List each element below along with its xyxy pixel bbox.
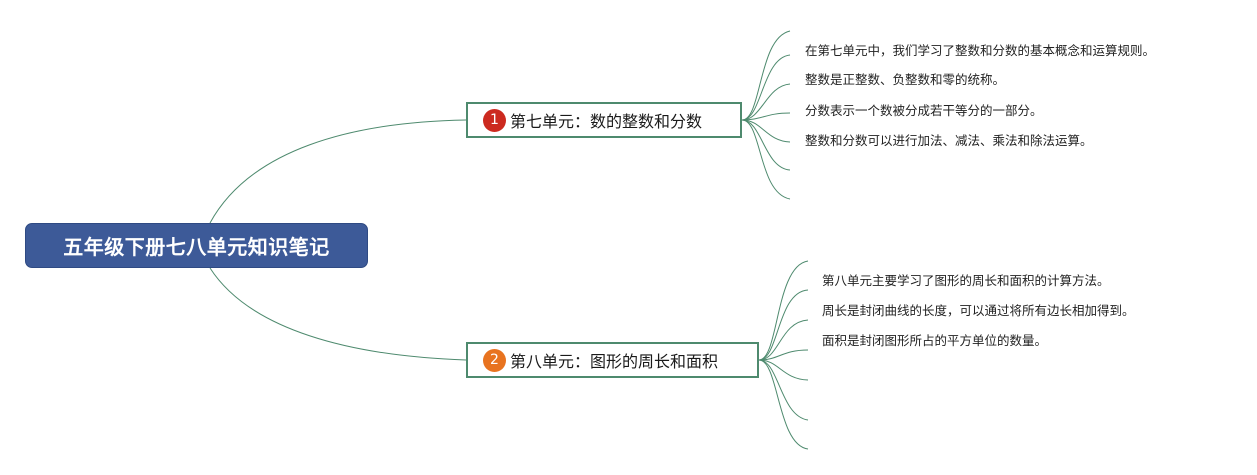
note-unit-7-4[interactable]: 整数和分数可以进行加法、减法、乘法和除法运算。: [805, 133, 1093, 148]
branch-topic-unit-7[interactable]: 1 第七单元：数的整数和分数: [466, 102, 742, 138]
note-unit-8-1[interactable]: 第八单元主要学习了图形的周长和面积的计算方法。: [822, 273, 1110, 288]
root-topic[interactable]: 五年级下册七八单元知识笔记: [25, 223, 368, 268]
branch-topic-label: 第八单元：图形的周长和面积: [510, 352, 719, 371]
branch-topic-label: 第七单元：数的整数和分数: [510, 112, 703, 131]
number-badge-1: 1: [483, 108, 506, 132]
note-unit-8-2[interactable]: 周长是封闭曲线的长度，可以通过将所有边长相加得到。: [822, 303, 1135, 318]
number-badge-2: 2: [483, 348, 506, 372]
root-topic-label: 五年级下册七八单元知识笔记: [63, 235, 330, 259]
branch-topic-unit-8[interactable]: 2 第八单元：图形的周长和面积: [466, 342, 759, 378]
branch-2-note-connectors: [758, 260, 809, 450]
note-unit-7-3[interactable]: 分数表示一个数被分成若干等分的一部分。: [805, 103, 1043, 118]
note-unit-7-1[interactable]: 在第七单元中，我们学习了整数和分数的基本概念和运算规则。: [805, 43, 1156, 58]
branch-1-note-connectors: [741, 30, 791, 200]
connector-root-branch-1: [209, 119, 467, 224]
note-unit-8-3[interactable]: 面积是封闭图形所占的平方单位的数量。: [822, 333, 1048, 348]
connector-root-branch-2: [209, 267, 467, 361]
note-unit-7-2[interactable]: 整数是正整数、负整数和零的统称。: [805, 72, 1006, 87]
